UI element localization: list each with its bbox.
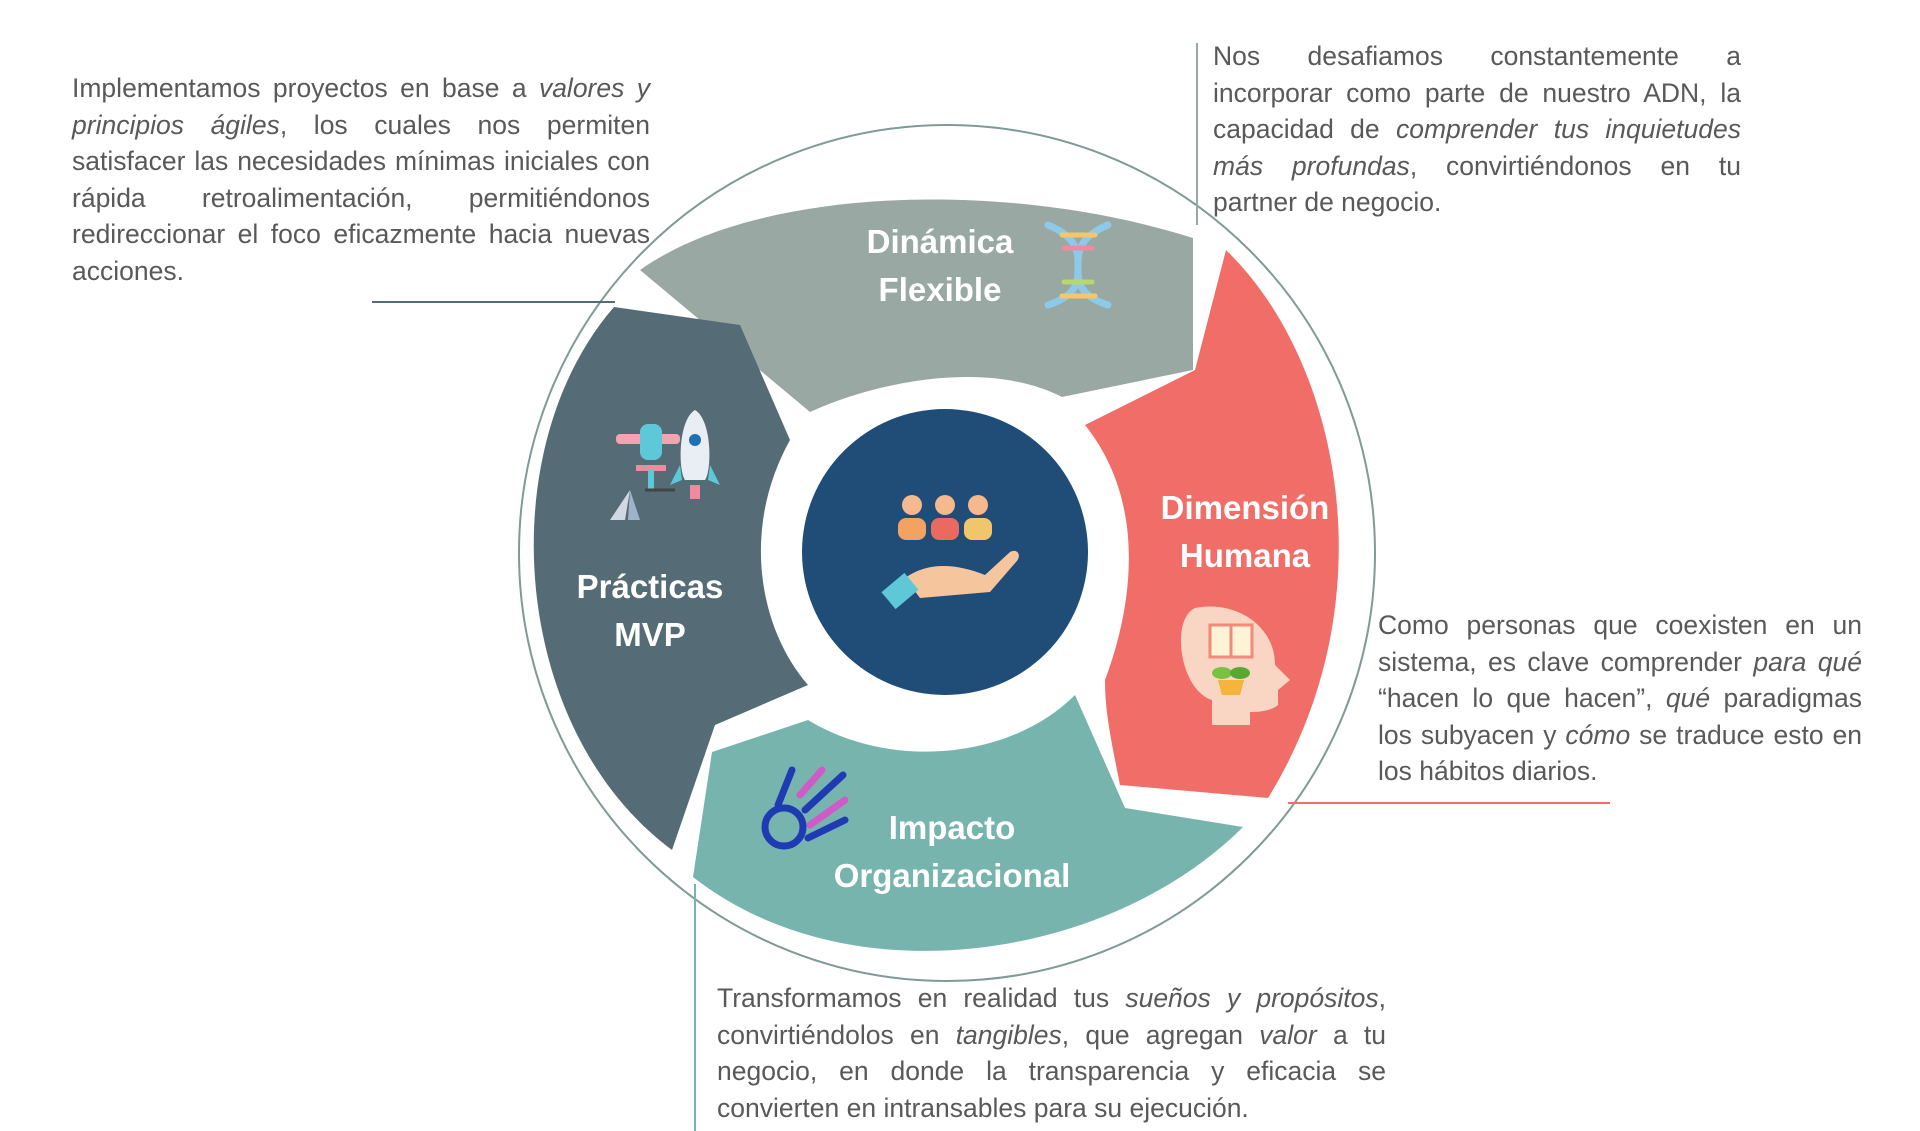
desc-text-italic: valores y principios ágiles [72,73,650,140]
desc-text: , convirtiéndonos en tu partner de negoc… [1213,150,1741,218]
label-left-line2: MVP [614,616,686,653]
center-circle [802,409,1088,695]
head-book-plant-icon [1180,606,1290,725]
desc-text-italic: tangibles [955,1019,1062,1050]
desc-text: Como personas que coexisten en un sistem… [1378,610,1862,677]
description-top-right: Nos desafiamos constantemente a incorpor… [1213,38,1741,221]
desc-text: a tu negocio, en donde la transparencia … [717,1019,1386,1123]
desc-text: paradigmas los subyacen y [1378,683,1862,750]
description-bottom: Transformamos en realidad tus sueños y p… [717,980,1386,1126]
desc-text: , que agregan [1061,1019,1260,1050]
comet-icon [761,766,849,850]
label-top-line2: Flexible [879,271,1002,308]
segment-top [640,199,1193,412]
desc-text: se traduce esto en los hábitos diarios. [1378,719,1862,787]
desc-text: , los cuales nos permiten satisfacer las… [72,109,650,286]
dna-icon [1044,221,1112,309]
desc-text-italic: qué [1665,683,1711,713]
desc-text: Implementamos proyectos en base a [72,73,539,103]
desc-text-italic: valor [1259,1019,1317,1050]
description-top-left: Implementamos proyectos en base a valore… [72,70,650,289]
segment-bottom [693,695,1243,951]
desc-text: , convirtiéndolos en [717,983,1386,1050]
label-bottom-line2: Organizacional [834,857,1071,894]
desc-text: “hacen lo que hacen”, [1378,683,1666,713]
desc-text: Transformamos en realidad tus [717,983,1126,1013]
plane-rocket-icon [610,410,720,520]
segment-left [533,307,808,850]
desc-text-italic: comprender tus inquietudes más profundas [1213,114,1741,181]
segment-right [1085,250,1339,798]
desc-text-italic: para qué [1753,646,1862,677]
desc-text-italic: sueños y propósitos [1125,983,1379,1013]
people-hand-icon [881,495,1019,610]
outer-ring [518,124,1376,982]
label-bottom-line1: Impacto [889,809,1016,846]
desc-text: Nos desafiamos constantemente a incorpor… [1213,41,1741,144]
label-left-line1: Prácticas [577,568,724,605]
desc-text-italic: cómo [1565,719,1631,750]
label-top-line1: Dinámica [867,223,1014,260]
label-right-line2: Humana [1180,537,1311,574]
description-right: Como personas que coexisten en un sistem… [1378,607,1862,790]
label-right-line1: Dimensión [1161,489,1330,526]
